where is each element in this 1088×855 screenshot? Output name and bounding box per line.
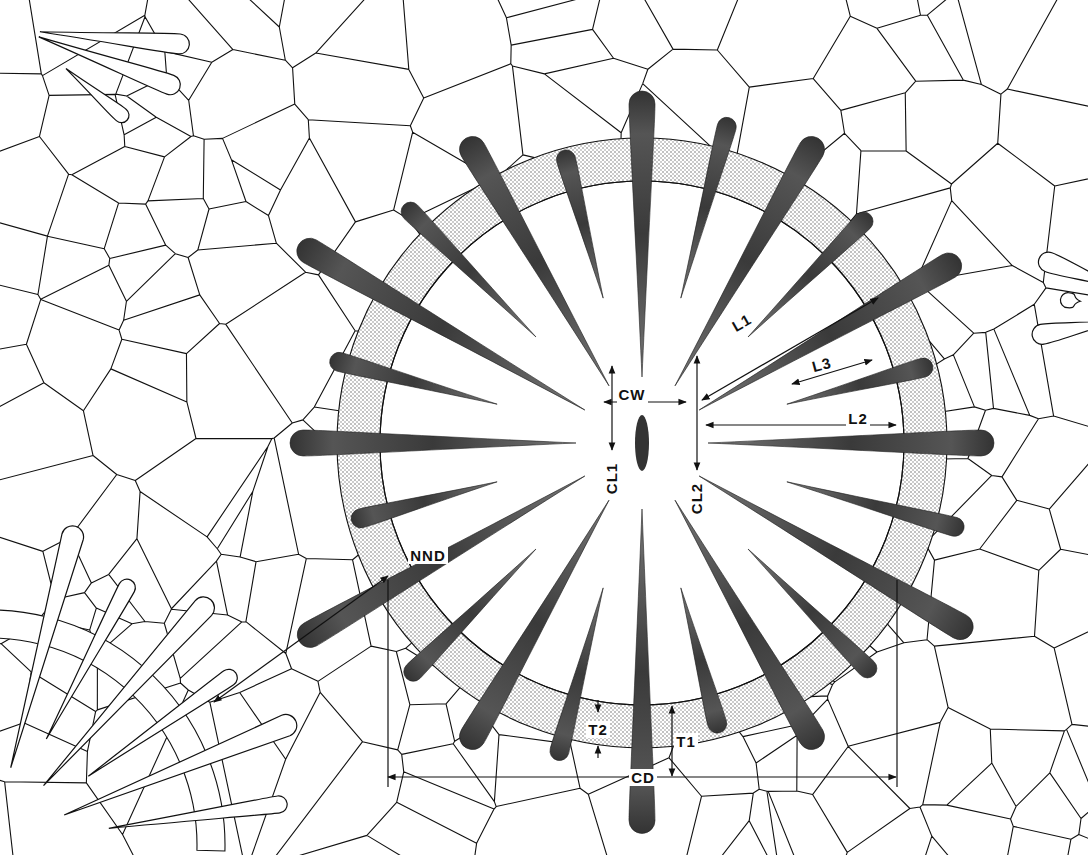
spine: [708, 430, 994, 456]
spine: [629, 91, 655, 377]
neighbor-structure: [1031, 249, 1088, 346]
neighbor-structure: [35, 22, 190, 126]
dimension-label: NND: [408, 547, 448, 564]
dimension-label: CL1: [604, 460, 621, 495]
spine: [672, 585, 729, 735]
spine: [548, 585, 613, 762]
spine: [784, 356, 935, 413]
central-cell: [635, 415, 649, 471]
dimension-line: [702, 298, 878, 400]
dimension-line: [214, 576, 388, 702]
dimension-label: L2: [846, 410, 870, 427]
spine: [672, 115, 739, 300]
dimension-line: [671, 706, 672, 776]
dimension-line: [597, 700, 598, 712]
dimension-line: [597, 746, 598, 758]
dimension-line: [896, 580, 897, 787]
dimension-label: T1: [674, 733, 698, 750]
spine: [664, 494, 830, 755]
dimension-line: [696, 356, 697, 470]
neighbor-structure: [0, 523, 300, 855]
spine: [784, 473, 966, 539]
spine: [328, 350, 500, 413]
spine: [554, 148, 612, 301]
spine: [349, 473, 500, 530]
trichome-rosette: [290, 91, 994, 833]
dimension-label: CW: [617, 386, 648, 403]
spine: [290, 430, 576, 456]
dimension-label: CD: [629, 769, 657, 786]
dimension-label: CL2: [689, 480, 706, 515]
dimension-line: [611, 366, 612, 450]
spine: [292, 465, 591, 653]
spine: [693, 248, 967, 421]
dimension-label: T2: [586, 721, 610, 738]
spine: [292, 233, 591, 421]
spine: [455, 132, 621, 393]
dimension-line: [387, 580, 388, 787]
